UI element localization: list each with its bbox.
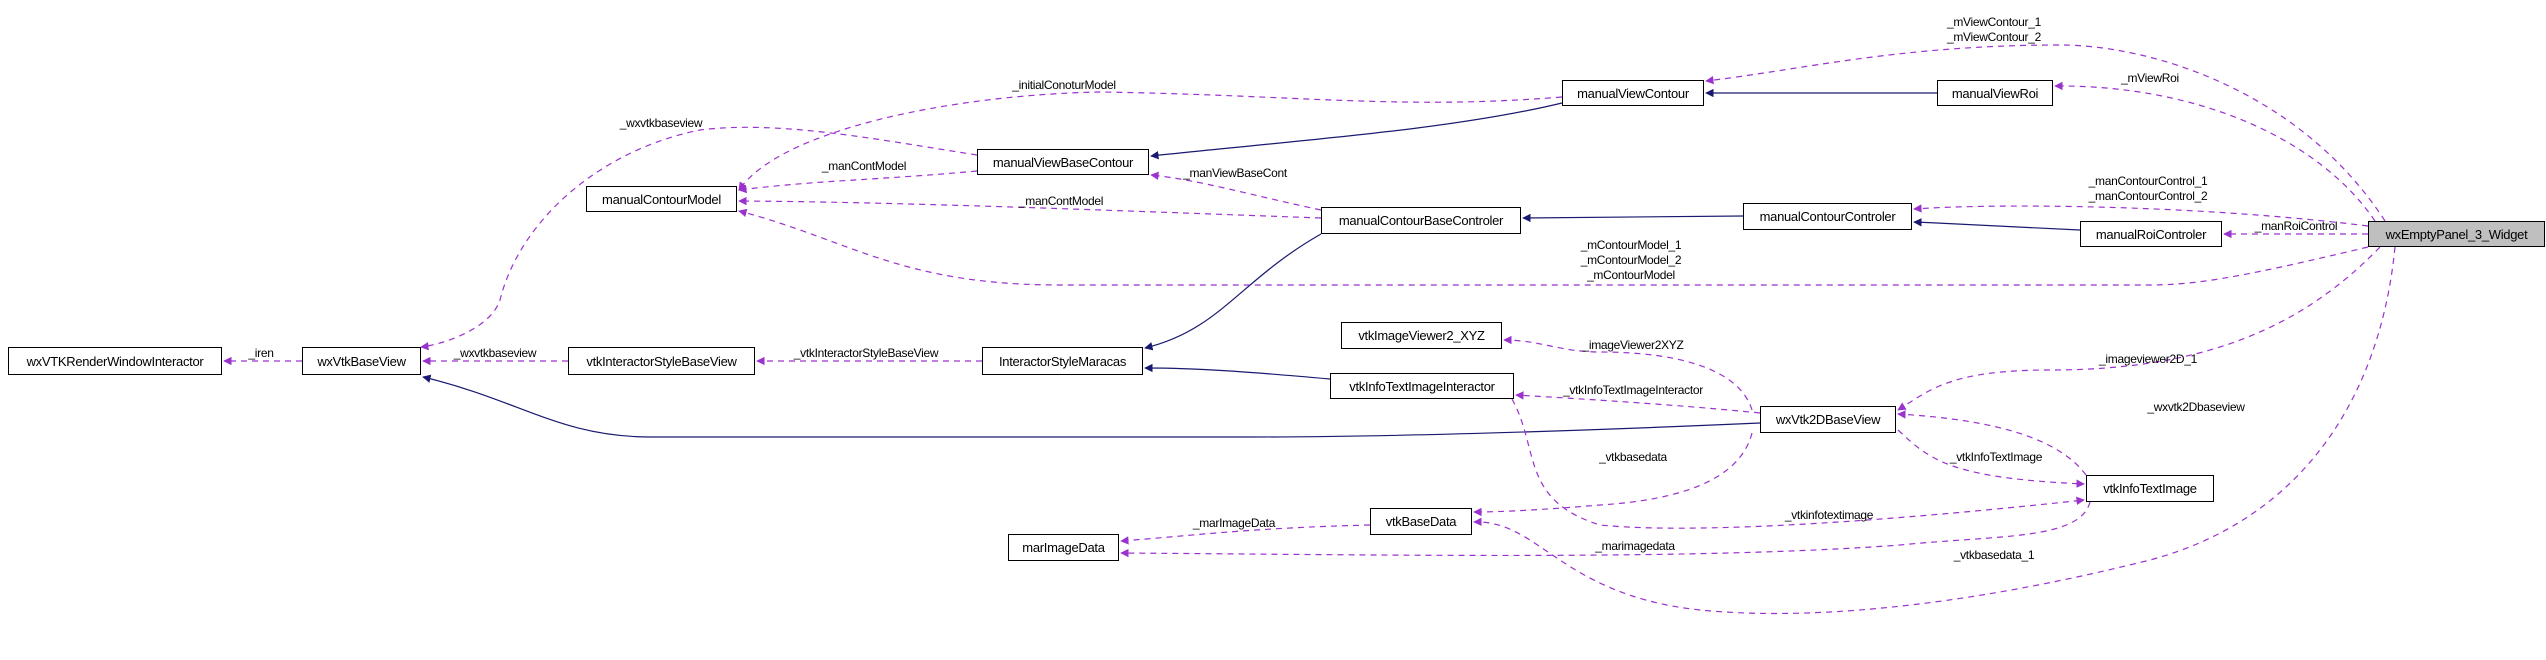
class-node-wx-vtk2-dbase-view[interactable]: wxVtk2DBaseView bbox=[1760, 406, 1896, 433]
edge-label-iren: _iren bbox=[248, 346, 273, 361]
edge-wxvtk2dbaseview-uses-imageviewer bbox=[1503, 335, 1753, 411]
edge-manualroicontroler-inherits-manualcontourcontroler bbox=[1913, 218, 2081, 231]
edge-panel-uses-wxvtk2dbaseview bbox=[1897, 246, 2381, 411]
edge-label-m-contour-model: _mContourModel_1_mContourModel_2_mContou… bbox=[1581, 238, 1682, 283]
edge-label-line: _vtkbasedata bbox=[1599, 450, 1667, 464]
edge-label-line: _wxvtk2Dbaseview bbox=[2147, 400, 2245, 414]
edge-manualviewbasecontour-uses-wxvtkbaseview bbox=[420, 126, 978, 351]
edge-wxvtk2dbaseview-uses-vtkinfotextimage bbox=[1897, 429, 2085, 488]
edge-infotextimageinteractor-uses-vtkinfotextimage bbox=[1511, 398, 2085, 529]
edge-label-line: _marimagedata bbox=[1595, 539, 1675, 553]
edge-label-man-roi-control: _manRoiControl bbox=[2255, 219, 2338, 234]
edge-label-man-cont-model-1: _manContModel bbox=[822, 159, 906, 174]
edge-label-man-view-base-cont: _manViewBaseCont bbox=[1183, 166, 1287, 181]
edge-label-image-viewer2-xyz: _imageViewer2XYZ bbox=[1582, 338, 1683, 353]
edge-label-line: _mViewContour_2 bbox=[1946, 30, 2042, 44]
edge-label-man-cont-model-2: _manContModel bbox=[1019, 194, 1103, 209]
edge-label-line: _mContourModel bbox=[1587, 268, 1675, 282]
edge-label-wxvtkbaseview-2: _wxvtkbaseview bbox=[454, 346, 537, 361]
edge-label-line: _manViewBaseCont bbox=[1183, 166, 1287, 180]
edge-label-line: _imageviewer2D_1 bbox=[2099, 352, 2197, 366]
edge-label-line: _mViewRoi bbox=[2121, 71, 2179, 85]
edge-label-line: _manContourControl_2 bbox=[2088, 189, 2208, 203]
class-node-vtk-info-text-image[interactable]: vtkInfoTextImage bbox=[2086, 475, 2214, 502]
edge-label-line: _initialConoturModel bbox=[1012, 78, 1116, 92]
edge-label-wxvtkbaseview-1: _wxvtkbaseview bbox=[620, 116, 703, 131]
edge-label-man-contour-control: _manContourControl_1_manContourControl_2 bbox=[2089, 174, 2208, 204]
edge-label-m-view-contour: _mViewContour_1_mViewContour_2 bbox=[1947, 15, 2041, 45]
edge-label-line: _vtkbasedata_1 bbox=[1953, 548, 2035, 562]
edge-label-vtk-info-text-image: _vtkInfoTextImage bbox=[1949, 450, 2043, 465]
edge-label-line: _manContModel bbox=[1018, 194, 1104, 208]
edge-panel-uses-vtkbasedata bbox=[1473, 246, 2396, 615]
class-node-manual-view-roi[interactable]: manualViewRoi bbox=[1937, 80, 2053, 106]
edge-manualviewcontour-uses-manualcontourmodel bbox=[738, 91, 1563, 191]
edge-wxvtk2dbaseview-inherits-wxvtkbaseview bbox=[422, 374, 1761, 438]
edge-label-mar-image-data: _marImageData bbox=[1193, 516, 1275, 531]
edge-label-line: _marImageData bbox=[1192, 516, 1276, 530]
class-node-manual-roi-controler[interactable]: manualRoiControler bbox=[2080, 221, 2222, 247]
edge-label-vtk-interactor-style-base-view: _vtkInteractorStyleBaseView bbox=[793, 346, 939, 361]
edge-basecontroler-inherits-interactorstylemaracas bbox=[1144, 233, 1322, 351]
class-node-manual-contour-base-controler[interactable]: manualContourBaseControler bbox=[1321, 207, 1521, 234]
edge-label-line: _wxvtkbaseview bbox=[453, 346, 537, 360]
edge-label-line: _imageViewer2XYZ bbox=[1582, 338, 1684, 352]
edge-basecontroler-uses-manualcontourmodel bbox=[738, 196, 1322, 219]
edge-infotextimageinteractor-inherits-interactorstylemaracas bbox=[1144, 363, 1331, 380]
class-node-wx-vtkrender-window-interactor[interactable]: wxVTKRenderWindowInteractor bbox=[8, 347, 222, 375]
edge-vtkinfotextimage-uses-marimagedata bbox=[1120, 501, 2091, 558]
edge-label-line: _mViewContour_1 bbox=[1946, 15, 2042, 29]
edge-wxvtk2dbaseview-uses-infotextimageinteractor bbox=[1515, 391, 1761, 414]
edge-panel-uses-manualcontourcontroler bbox=[1913, 204, 2369, 227]
class-node-vtk-interactor-style-base-view[interactable]: vtkInteractorStyleBaseView bbox=[568, 347, 755, 375]
edge-panel-uses-manualviewcontour bbox=[1705, 44, 2386, 222]
class-node-vtk-base-data[interactable]: vtkBaseData bbox=[1370, 508, 1472, 535]
edge-label-vtkbasedata-1: _vtkbasedata_1 bbox=[1954, 548, 2035, 563]
edge-label-line: _manContModel bbox=[821, 159, 907, 173]
class-node-vtk-info-text-image-interactor[interactable]: vtkInfoTextImageInteractor bbox=[1330, 373, 1514, 399]
edge-wxvtk2dbaseview-uses-vtkbasedata bbox=[1473, 432, 1753, 517]
edge-label-wxvtk2-dbaseview: _wxvtk2Dbaseview bbox=[2147, 400, 2245, 415]
edge-label-initial-conotur-model: _initialConoturModel bbox=[1012, 78, 1116, 93]
edge-label-m-view-roi: _mViewRoi bbox=[2121, 71, 2179, 86]
edge-label-vtkinfotextimage: _vtkinfotextimage bbox=[1784, 508, 1874, 523]
edge-label-line: _mContourModel_2 bbox=[1580, 253, 1682, 267]
class-node-wx-vtk-base-view[interactable]: wxVtkBaseView bbox=[302, 347, 421, 375]
edge-basecontroler-uses-manualviewbasecontour bbox=[1150, 171, 1322, 211]
edge-panel-uses-manualcontourmodel bbox=[738, 208, 2369, 286]
edge-manualviewcontour-inherits-manualviewbasecontour bbox=[1150, 102, 1563, 160]
class-node-manual-contour-model[interactable]: manualContourModel bbox=[586, 186, 737, 212]
edge-label-vtkbasedata: _vtkbasedata bbox=[1599, 450, 1667, 465]
class-node-mar-image-data[interactable]: marImageData bbox=[1008, 534, 1119, 561]
edge-label-line: _wxvtkbaseview bbox=[619, 116, 703, 130]
class-node-manual-view-contour[interactable]: manualViewContour bbox=[1562, 80, 1704, 106]
edge-label-line: _vtkInfoTextImageInteractor bbox=[1563, 383, 1703, 397]
edge-label-line: _manRoiControl bbox=[2254, 219, 2338, 233]
edge-label-line: _iren bbox=[248, 346, 274, 360]
edge-label-line: _mContourModel_1 bbox=[1580, 238, 1682, 252]
edge-vtkbasedata-uses-marimagedata bbox=[1120, 524, 1371, 545]
edge-label-line: _vtkinfotextimage bbox=[1784, 508, 1874, 522]
edge-label-line: _vtkInfoTextImage bbox=[1949, 450, 2043, 464]
edge-label-line: _manContourControl_1 bbox=[2088, 174, 2208, 188]
edge-label-marimagedata: _marimagedata bbox=[1595, 539, 1675, 554]
edge-manualviewbasecontour-uses-manualcontourmodel bbox=[738, 170, 978, 194]
edge-label-vtk-info-text-image-interactor: _vtkInfoTextImageInteractor bbox=[1563, 383, 1703, 398]
edge-manualcontourcontroler-inherits-basecontroler bbox=[1522, 213, 1744, 223]
edge-vtkinfotextimage-uses-wxvtk2dbaseview bbox=[1897, 410, 2087, 476]
class-node-manual-view-base-contour[interactable]: manualViewBaseContour bbox=[977, 149, 1149, 175]
edge-label-imageviewer2-d-1: _imageviewer2D_1 bbox=[2099, 352, 2197, 367]
edge-label-line: _vtkInteractorStyleBaseView bbox=[793, 346, 939, 360]
class-node-wx-empty-panel-3-widget[interactable]: wxEmptyPanel_3_Widget bbox=[2368, 221, 2545, 247]
class-node-manual-contour-controler[interactable]: manualContourControler bbox=[1743, 203, 1912, 230]
class-node-interactor-style-maracas[interactable]: InteractorStyleMaracas bbox=[982, 347, 1143, 375]
class-node-vtk-image-viewer2-xyz[interactable]: vtkImageViewer2_XYZ bbox=[1341, 322, 1502, 349]
